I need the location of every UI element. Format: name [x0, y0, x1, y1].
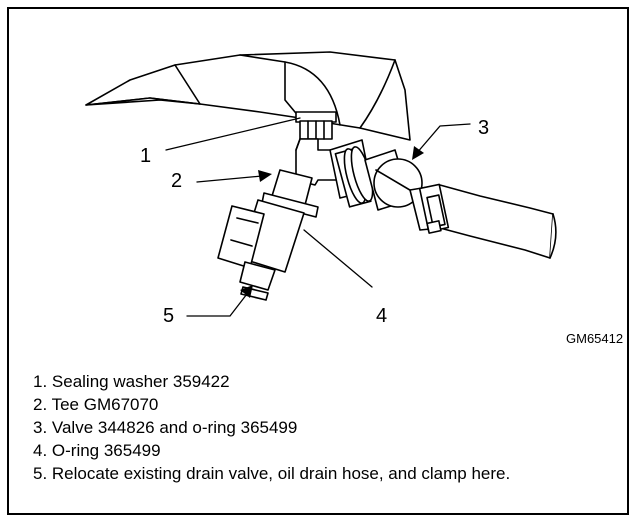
- oil-drain-hose-part: [409, 183, 557, 259]
- leader-lines: [165, 117, 471, 317]
- callout-5: 5: [163, 305, 175, 327]
- callout-1: 1: [140, 145, 152, 167]
- legend-item: 3. Valve 344826 and o-ring 365499: [33, 418, 298, 437]
- valve-part: [329, 139, 423, 211]
- legend-item: 4. O-ring 365499: [33, 441, 161, 460]
- callout-2: 2: [171, 170, 183, 192]
- leader-line-3: [415, 123, 471, 155]
- leader-line-5: [186, 289, 251, 317]
- leader-line-1: [165, 117, 301, 151]
- callout-4: 4: [376, 305, 388, 327]
- sealing-washer-part: [295, 111, 337, 140]
- drain-valve-part: [217, 169, 319, 301]
- legend-item: 2. Tee GM67070: [33, 395, 159, 414]
- legend-item: 1. Sealing washer 359422: [33, 372, 230, 391]
- leader-line-4: [303, 229, 373, 288]
- leader-line-2: [196, 175, 263, 183]
- oil-pan-outline: [85, 51, 411, 141]
- tee-fitting-part: [295, 138, 341, 186]
- figure-id: GM65412: [566, 331, 624, 346]
- callout-3: 3: [478, 117, 490, 139]
- parts-legend: 1. Sealing washer 359422 2. Tee GM67070 …: [33, 370, 510, 485]
- legend-item: 5. Relocate existing drain valve, oil dr…: [33, 464, 511, 483]
- leader-arrowheads: [240, 146, 424, 298]
